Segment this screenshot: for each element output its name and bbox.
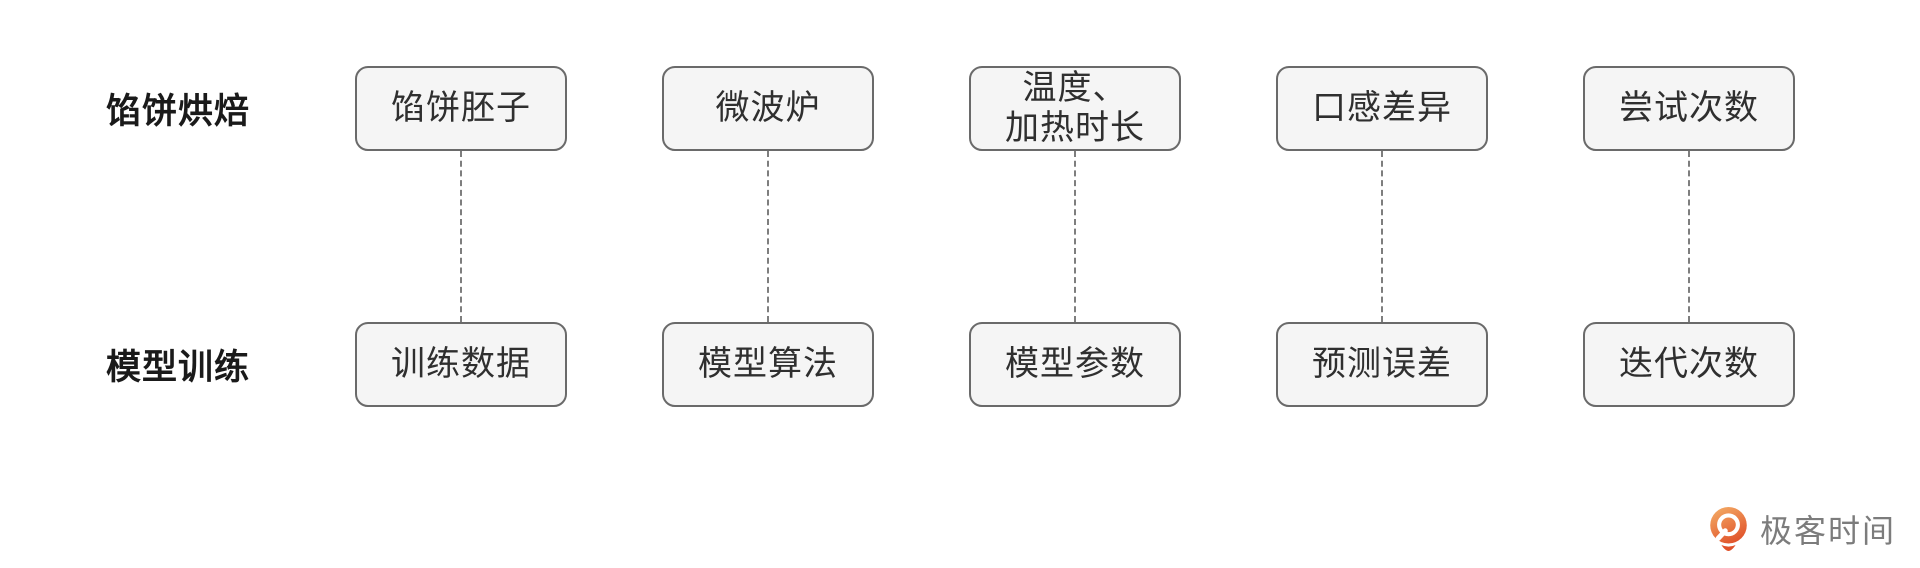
dashed-connector-3 <box>1074 151 1076 322</box>
geektime-logo-text: 极客时间 <box>1759 513 1896 549</box>
node-microwave: 微波炉 <box>662 66 874 151</box>
node-training-data: 训练数据 <box>355 322 567 407</box>
node-prediction-error: 预测误差 <box>1276 322 1488 407</box>
row-label-model-training: 模型训练 <box>105 348 250 387</box>
row-label-pie-baking: 馅饼烘焙 <box>105 92 250 131</box>
dashed-connector-2 <box>767 151 769 322</box>
dashed-connector-5 <box>1688 151 1690 322</box>
geektime-logo: 极客时间 <box>1706 506 1896 552</box>
dashed-connector-1 <box>460 151 462 322</box>
node-model-algorithm: 模型算法 <box>662 322 874 407</box>
node-model-parameters: 模型参数 <box>969 322 1181 407</box>
node-iteration-count: 迭代次数 <box>1583 322 1795 407</box>
node-temperature-heating-time: 温度、 加热时长 <box>969 66 1181 151</box>
node-attempt-count: 尝试次数 <box>1583 66 1795 151</box>
geektime-pin-icon <box>1710 506 1747 552</box>
node-taste-difference: 口感差异 <box>1276 66 1488 151</box>
node-pie-dough: 馅饼胚子 <box>355 66 567 151</box>
dashed-connector-4 <box>1381 151 1383 322</box>
